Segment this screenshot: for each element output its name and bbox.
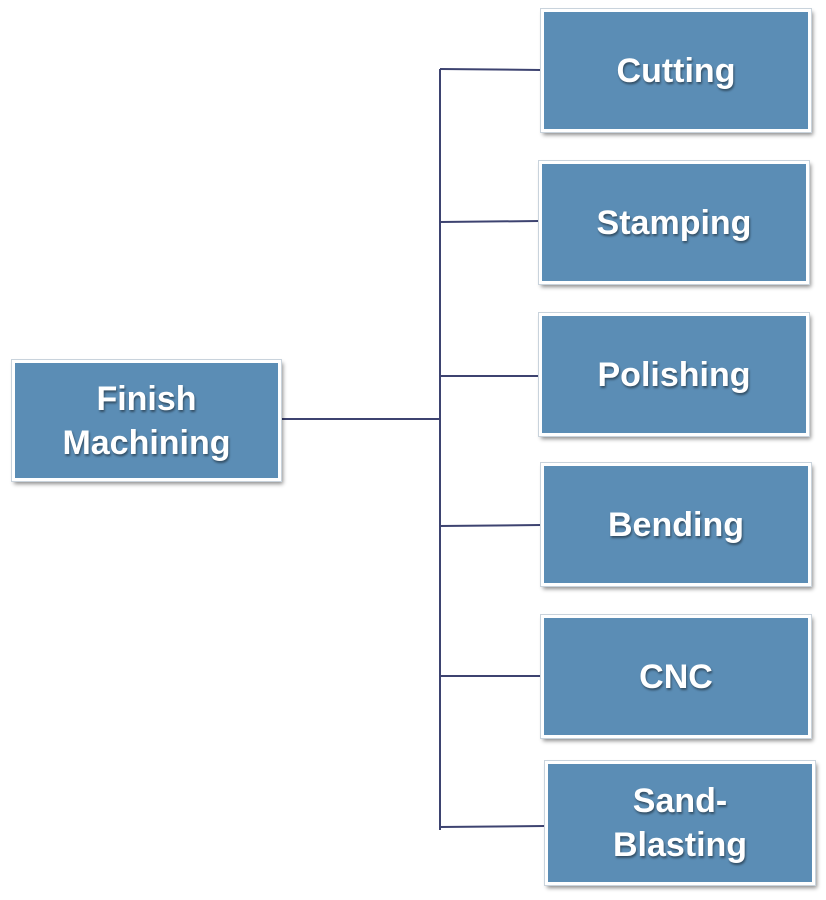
root-node-label: Finish Machining	[62, 379, 231, 462]
node-label: Bending	[608, 505, 744, 544]
root-node-finish-machining: Finish Machining	[11, 359, 282, 482]
node-label: Cutting	[616, 51, 736, 90]
node-polishing: Polishing	[538, 312, 810, 437]
branch-stamping	[439, 220, 540, 223]
node-label: CNC	[639, 657, 713, 696]
node-cnc: CNC	[540, 614, 812, 739]
branch-cutting	[439, 68, 542, 71]
branch-bending	[439, 524, 542, 527]
node-cutting: Cutting	[540, 8, 812, 133]
node-label: Sand- Blasting	[612, 782, 748, 864]
node-label: Stamping	[596, 203, 752, 242]
node-bending: Bending	[540, 462, 812, 587]
branch-sand-blasting	[439, 825, 546, 828]
node-sand-blasting: Sand- Blasting	[544, 760, 816, 886]
node-label: Polishing	[597, 355, 751, 394]
node-stamping: Stamping	[538, 160, 810, 285]
